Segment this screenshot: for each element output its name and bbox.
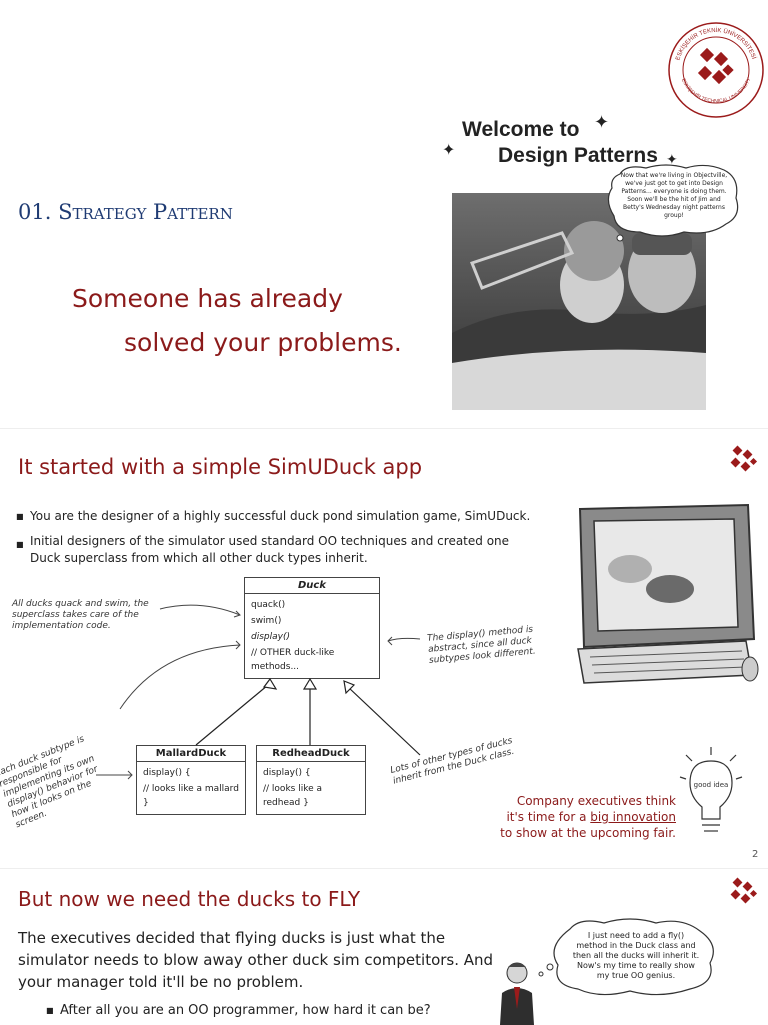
slide-1: ESKİŞEHİR TEKNİK ÜNİVERSİTESİ ESKİŞEHİR … — [0, 0, 768, 425]
university-logo-icon — [730, 445, 758, 472]
thought-dots — [538, 963, 554, 977]
subtitle-line-1: Someone has already — [72, 284, 343, 313]
sparkle-icon: ✦ — [666, 152, 678, 168]
redhead-method: display() { — [263, 768, 311, 778]
svg-text:good idea: good idea — [694, 781, 729, 789]
sparkle-icon: ✦ — [594, 112, 610, 133]
bullet-item: Initial designers of the simulator used … — [16, 533, 530, 567]
page-number: 2 — [752, 849, 759, 860]
bullet-item: You are the designer of a highly success… — [16, 509, 550, 523]
duck-class-name: Duck — [245, 578, 379, 594]
slide-3: But now we need the ducks to FLY The exe… — [0, 868, 768, 1025]
slide-title: It started with a simple SimUDuck app — [18, 455, 423, 479]
book-title-line-2: Design Patterns — [498, 144, 658, 167]
subtitle-line-2: solved your problems. — [124, 328, 402, 357]
slide-2: It started with a simple SimUDuck app Yo… — [0, 428, 768, 867]
university-logo-icon — [730, 877, 758, 904]
executives-callout: Company executives think it's time for a… — [500, 793, 676, 841]
slide-body: The executives decided that flying ducks… — [18, 929, 494, 991]
book-title-line-1: Welcome to — [462, 118, 580, 141]
redhead-method: // looks like a redhead } — [263, 784, 323, 808]
speech-bubble-text: Now that we're living in Objectville, we… — [620, 172, 728, 219]
sparkle-icon: ✦ — [442, 140, 456, 159]
duck-class-box: Duck quack() swim() display() // OTHER d… — [244, 577, 380, 679]
callout-text: Company executives think it's time for a — [506, 794, 676, 824]
callout-emphasis: big innovation — [590, 810, 676, 824]
computer-monitor-illustration — [577, 503, 759, 684]
redhead-class-box: RedheadDuck display() { // looks like a … — [256, 745, 366, 815]
lightbulb-icon: good idea — [679, 747, 743, 832]
mallard-class-name: MallardDuck — [137, 746, 245, 762]
mallard-method: // looks like a mallard } — [143, 784, 239, 808]
duck-method: display() — [251, 632, 290, 642]
university-seal-logo: ESKİŞEHİR TEKNİK ÜNİVERSİTESİ ESKİŞEHİR … — [668, 22, 764, 118]
thought-text: I just need to add a fly() method in the… — [572, 931, 700, 980]
mallard-class-box: MallardDuck display() { // looks like a … — [136, 745, 246, 815]
note-superclass: All ducks quack and swim, the superclass… — [12, 599, 149, 631]
duck-method: quack() — [251, 600, 286, 610]
programmer-figure — [500, 962, 534, 1025]
duck-method: swim() — [251, 616, 282, 626]
slide-title: But now we need the ducks to FLY — [18, 887, 361, 911]
slide-title: 01. Strategy Pattern — [18, 200, 233, 224]
bullet-item: After all you are an OO programmer, how … — [46, 1003, 431, 1018]
thought-bubble — [553, 918, 714, 996]
duck-method: // OTHER duck-like methods... — [251, 648, 335, 672]
redhead-class-name: RedheadDuck — [257, 746, 365, 762]
mallard-method: display() { — [143, 768, 191, 778]
uml-arrows — [96, 604, 421, 780]
speech-bubble — [607, 164, 739, 242]
callout-text: to show at the upcoming fair. — [500, 826, 676, 840]
